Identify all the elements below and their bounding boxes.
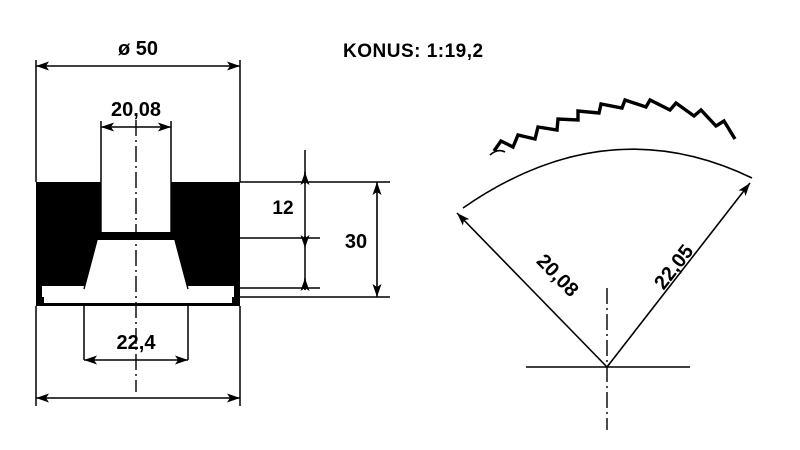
section-view-group: ø 50 20,08 22,4 12 30: [35, 38, 390, 406]
dimension-label-radius-outer: 22,05: [650, 241, 698, 294]
dimension-label-outer-diameter: ø 50: [118, 38, 158, 60]
bore-wall-lines: [100, 182, 172, 232]
dimension-label-radius-inner: 20,08: [532, 250, 583, 301]
dimension-label-upper-bore: 20,08: [111, 99, 161, 121]
dimline-radius-inner: [456, 212, 608, 368]
serration-left-tail: [489, 149, 506, 156]
development-view-group: 20,08 22,05: [456, 97, 753, 430]
development-outer-arc: [462, 148, 753, 209]
bottom-slot-inner: [44, 288, 232, 303]
dimline-radius-outer: [606, 182, 751, 368]
serration-teeth-profile: [492, 97, 737, 152]
dimension-label-lower-bore: 22,4: [117, 332, 157, 354]
dimension-label-upper-height: 12: [272, 198, 293, 219]
page-title: KONUS: 1:19,2: [343, 41, 484, 62]
taper-wall-lines: [83, 239, 189, 290]
dimension-label-total-height: 30: [345, 231, 367, 253]
